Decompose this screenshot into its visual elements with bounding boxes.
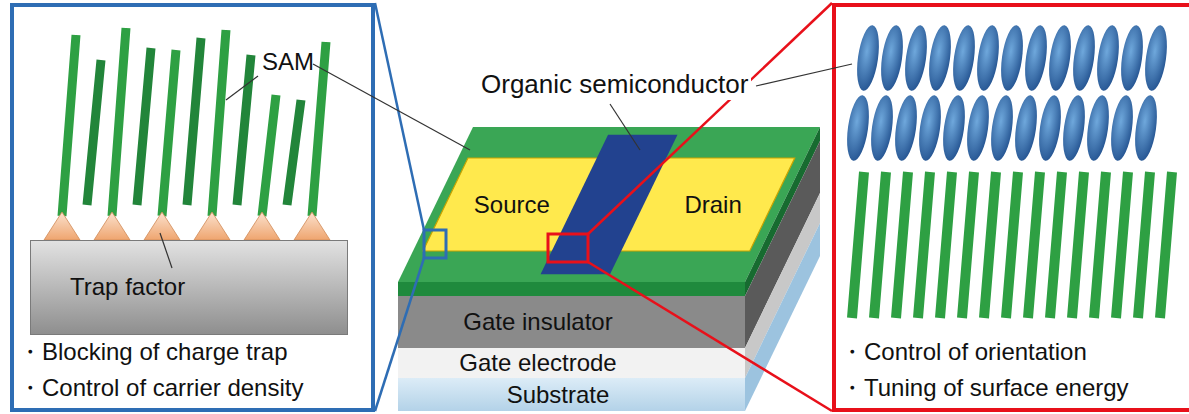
substrate-layer-shape xyxy=(398,378,745,411)
substrate-block: Trap factor xyxy=(30,240,348,335)
anchor-group xyxy=(44,212,80,240)
node-text: ・Tuning of surface energy xyxy=(840,374,1129,402)
zoom-panel-outline xyxy=(10,3,375,412)
anchor-group xyxy=(44,212,330,240)
drain-electrode-outline xyxy=(604,158,795,251)
semiconductor-channel xyxy=(541,135,678,275)
electrode-side xyxy=(745,193,820,378)
zoom-marker xyxy=(424,230,446,258)
anchor-group xyxy=(244,212,280,240)
semiconductor-molecules xyxy=(844,24,1171,162)
substrate-block-shape xyxy=(31,241,348,335)
drain-electrode: Drain xyxy=(604,158,795,251)
leader-line xyxy=(226,76,258,100)
node-text: Drain xyxy=(684,191,741,219)
gate-insulator-layer: Gate insulator xyxy=(398,296,745,348)
node-text: ・Control of carrier density xyxy=(18,374,303,402)
gate-insulator-layer-outline xyxy=(398,296,745,348)
substrate-layer: Substrate xyxy=(398,378,745,411)
substrate-layer-outline xyxy=(398,378,745,411)
zoom-line xyxy=(588,3,832,234)
sam-molecule xyxy=(852,172,1172,318)
substrate-block-outline xyxy=(30,240,348,335)
node-text: Substrate xyxy=(507,381,610,409)
substrate-side xyxy=(745,223,820,411)
node-text: ・Blocking of charge trap xyxy=(18,338,287,366)
zoom-panel-shape xyxy=(12,5,373,410)
zoom-panel-shape xyxy=(834,5,1189,410)
zoom-panel-outline xyxy=(832,3,1189,412)
leader-line xyxy=(313,64,470,150)
source-electrode-outline xyxy=(423,158,614,251)
zoom-marker xyxy=(548,234,588,262)
part-label: SAM xyxy=(262,48,314,76)
node-text: Gate insulator xyxy=(463,308,612,336)
leader-line xyxy=(160,233,172,268)
part-label: Organic semiconductor xyxy=(478,70,751,100)
leader-line xyxy=(610,104,640,150)
node-text: Source xyxy=(474,191,550,219)
drain-electrode-shape xyxy=(604,158,795,251)
source-electrode-shape xyxy=(423,158,614,251)
source-electrode: Source xyxy=(423,158,614,251)
anchor-group xyxy=(294,212,330,240)
zoom-line xyxy=(375,3,424,230)
zoom-panel: ・Blocking of charge trap ・Control of carr… xyxy=(10,3,375,412)
node-text: Gate electrode xyxy=(459,349,616,377)
anchor-group xyxy=(94,212,130,240)
node-text: Trap factor xyxy=(70,273,185,301)
zoom-line xyxy=(588,262,832,411)
gate-insulator-layer-shape xyxy=(398,296,745,348)
zoom-panel: ・Control of orientation ・Tuning of surfac… xyxy=(832,3,1189,412)
node-text: ・Control of orientation xyxy=(840,338,1087,366)
anchor-group xyxy=(194,212,230,240)
zoom-line xyxy=(375,258,424,411)
sam-molecule xyxy=(62,28,326,216)
anchor-group xyxy=(144,212,180,240)
gate-electrode-layer-shape xyxy=(398,348,745,378)
sam-layer-front xyxy=(398,282,745,296)
gate-electrode-layer-outline xyxy=(398,348,745,378)
gate-electrode-layer: Gate electrode xyxy=(398,348,745,378)
leader-line xyxy=(756,64,852,86)
